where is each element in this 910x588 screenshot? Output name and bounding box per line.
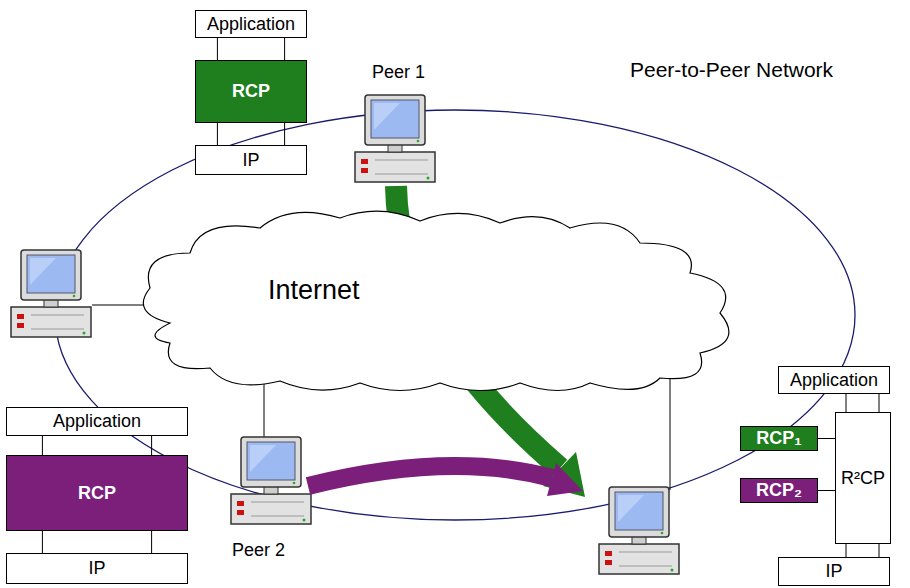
computer-icon [11,250,91,337]
box-label: IP [242,150,259,171]
computer-icon [231,437,311,524]
flow-arrow [308,466,552,486]
cloud-outline [110,203,750,393]
cloud-label: Internet [268,275,360,306]
box-label: Application [790,370,878,391]
box-label: IP [825,561,842,582]
peer-label: Peer 1 [372,62,425,83]
protocol-box: IP [778,557,890,586]
protocol-box: Application [6,407,188,436]
access-line [264,378,265,440]
box-label: RCP [78,483,116,504]
protocol-box: RCP₁ [740,426,818,451]
protocol-box: IP [6,553,188,584]
protocol-box: R²CP [835,412,891,544]
network-label: Peer-to-Peer Network [630,58,833,82]
access-line [92,305,150,306]
peer-label: Peer 2 [232,540,285,561]
stack-link [846,544,879,557]
stack-link [818,490,835,491]
stack-link [217,38,284,60]
computer-icon [599,487,679,574]
box-label: Application [53,411,141,432]
protocol-box: IP [195,145,307,175]
stack-link [217,123,284,145]
computer-icon [355,95,435,182]
stack-link [42,436,151,455]
protocol-box: RCP₂ [740,478,818,503]
stack-link [42,531,151,553]
box-label: Application [207,14,295,35]
box-label: RCP [232,81,270,102]
box-label: R²CP [841,468,885,489]
stack-link [846,394,879,412]
box-label: RCP₂ [756,480,802,501]
protocol-box: Application [778,366,890,394]
protocol-box: RCP [195,60,307,123]
box-label: IP [88,558,105,579]
box-label: RCP₁ [756,428,801,449]
access-line [670,370,671,490]
arrow-head [547,463,583,496]
protocol-box: Application [195,10,307,38]
protocol-box: RCP [6,455,188,531]
internet-cloud: Internet [110,203,750,393]
stack-link [818,438,835,439]
